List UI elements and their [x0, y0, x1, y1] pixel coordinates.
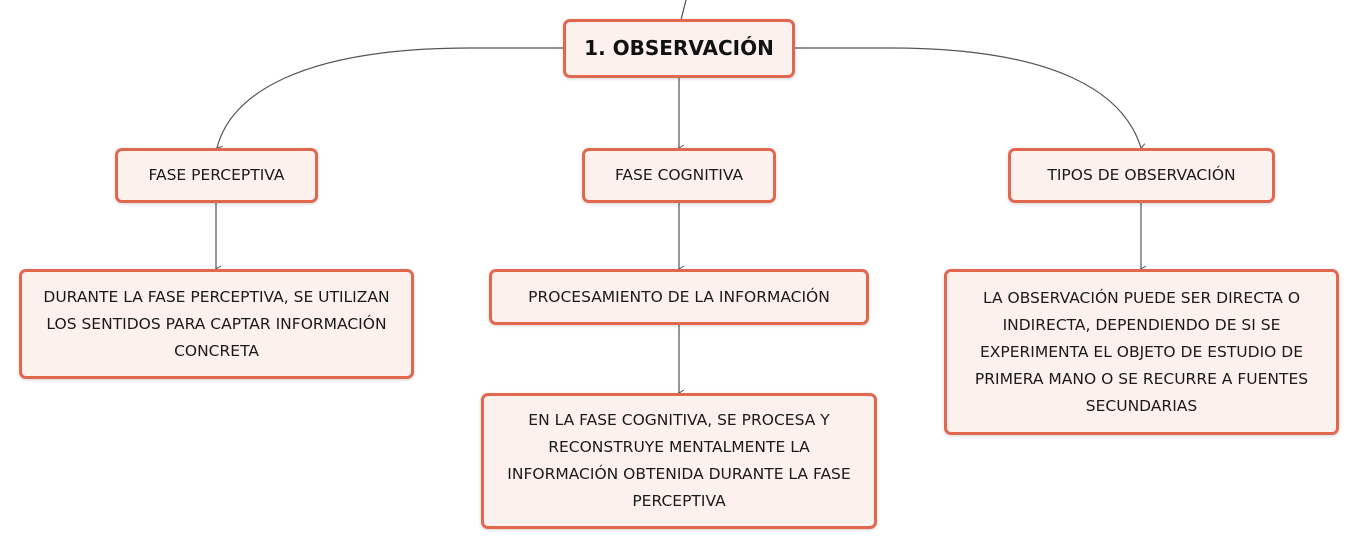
branch-node-fase-cognitiva[interactable]: FASE COGNITIVA — [582, 148, 776, 203]
detail-node-procesamiento[interactable]: PROCESAMIENTO DE LA INFORMACIÓN — [489, 269, 869, 325]
detail-node-text: LA OBSERVACIÓN PUEDE SER DIRECTA O INDIR… — [974, 288, 1309, 415]
branch-node-label: FASE COGNITIVA — [614, 166, 744, 184]
detail-node-tipos-de-observacion[interactable]: LA OBSERVACIÓN PUEDE SER DIRECTA O INDIR… — [944, 269, 1339, 435]
detail-node-text: EN LA FASE COGNITIVA, SE PROCESA Y RECON… — [507, 411, 851, 510]
root-node-label: 1. OBSERVACIÓN — [584, 36, 774, 60]
detail-node-text: PROCESAMIENTO DE LA INFORMACIÓN — [528, 287, 830, 306]
connector-parent-to-root — [680, 0, 687, 21]
branch-node-tipos-de-observacion[interactable]: TIPOS DE OBSERVACIÓN — [1008, 148, 1275, 203]
root-node[interactable]: 1. OBSERVACIÓN — [563, 19, 795, 78]
branch-node-label: FASE PERCEPTIVA — [148, 166, 285, 184]
branch-node-fase-perceptiva[interactable]: FASE PERCEPTIVA — [115, 148, 318, 203]
branch-node-label: TIPOS DE OBSERVACIÓN — [1047, 166, 1236, 184]
detail-node-fase-perceptiva[interactable]: DURANTE LA FASE PERCEPTIVA, SE UTILIZAN … — [19, 269, 414, 379]
connector-root-to-fase-perceptiva — [216, 47, 565, 153]
connector-root-to-tipos-de-observacion — [793, 47, 1147, 150]
detail-node-fase-cognitiva[interactable]: EN LA FASE COGNITIVA, SE PROCESA Y RECON… — [481, 393, 877, 529]
detail-node-text: DURANTE LA FASE PERCEPTIVA, SE UTILIZAN … — [43, 287, 390, 360]
